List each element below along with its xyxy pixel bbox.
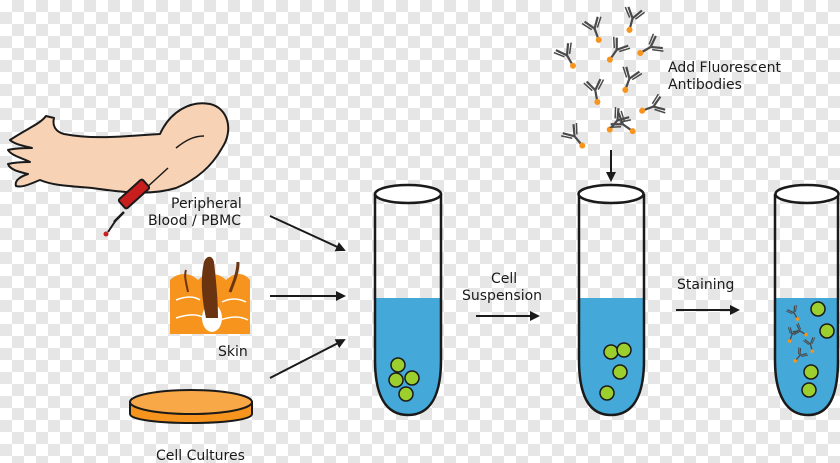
cell-icon <box>603 344 619 360</box>
petri-dish-icon <box>129 389 253 424</box>
arrow-cultures-to-tube <box>269 339 346 379</box>
label-suspension-line1: Cell <box>491 271 517 287</box>
antibody-icon <box>552 4 668 156</box>
label-blood-line1: Peripheral <box>171 196 242 212</box>
label-blood-line2: Blood / PBMC <box>148 213 241 229</box>
label-skin: Skin <box>218 344 248 360</box>
tube-icon <box>773 183 840 417</box>
skin-tissue-icon <box>170 256 250 334</box>
cell-icon <box>810 301 826 317</box>
label-antibodies-line2: Antibodies <box>668 77 742 93</box>
tube-icon <box>577 183 646 417</box>
label-suspension-line2: Suspension <box>462 288 542 304</box>
label-cultures: Cell Cultures <box>156 448 245 463</box>
cell-icon <box>390 357 406 373</box>
label-staining: Staining <box>677 277 734 293</box>
label-antibodies-line1: Add Fluorescent <box>668 60 781 76</box>
arrow-blood-to-tube <box>269 215 346 252</box>
arm-icon <box>7 102 230 194</box>
tube-icon <box>373 183 443 417</box>
syringe-icon <box>103 167 169 237</box>
